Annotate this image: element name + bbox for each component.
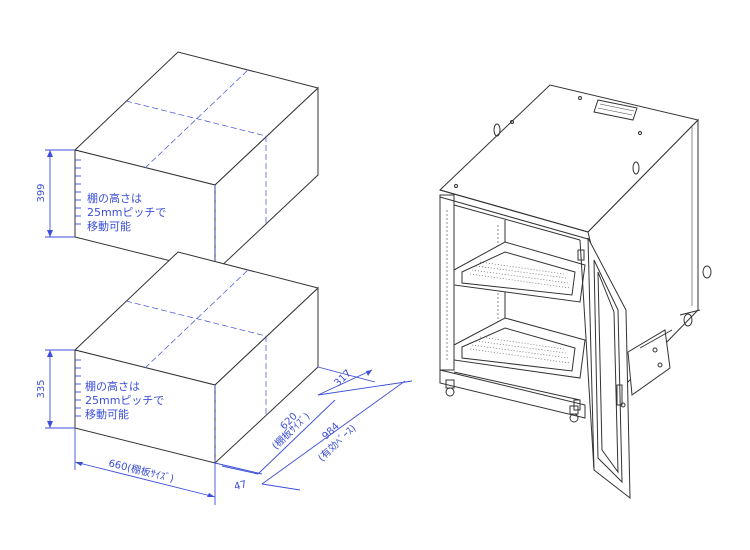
upper-height-dimension: 399 (36, 183, 47, 202)
lower-shelf-space-box: 335 棚の高さは 25mmピッチで 移動可能 (36, 251, 320, 465)
cabinet-base-front (439, 369, 586, 419)
lower-note-line-1: 棚の高さは (85, 379, 140, 393)
upper-shelf-perforation (469, 261, 571, 289)
lower-note-line-2: 25mmピッチで (85, 394, 164, 407)
rear-offset-dimension: 317 (332, 368, 353, 389)
upper-pitch-ticks (75, 159, 81, 225)
door-hinge-bottom (573, 399, 581, 411)
door-handle (616, 384, 623, 406)
lower-shelf-perforation (469, 336, 571, 364)
rack-cabinet-illustration (439, 84, 712, 500)
upper-shelf (453, 241, 586, 303)
upper-note-line-3: 移動可能 (87, 219, 131, 233)
front-offset-dimension: 47 (233, 479, 248, 493)
stabilizer-bracket (627, 329, 671, 396)
upper-note-line-1: 棚の高さは (87, 191, 142, 205)
width-dimension-label: 660(棚板ｻｲｽﾞ) (107, 456, 175, 485)
upper-shelf-space-box: 399 棚の高さは 25mmピッチで 移動可能 (36, 51, 320, 274)
lower-note-line-3: 移動可能 (85, 407, 129, 421)
lower-pitch-ticks (75, 359, 81, 417)
upper-note-line-2: 25mmピッチで (87, 206, 166, 219)
lower-height-dimension: 335 (36, 379, 47, 398)
lower-shelf (453, 317, 586, 379)
